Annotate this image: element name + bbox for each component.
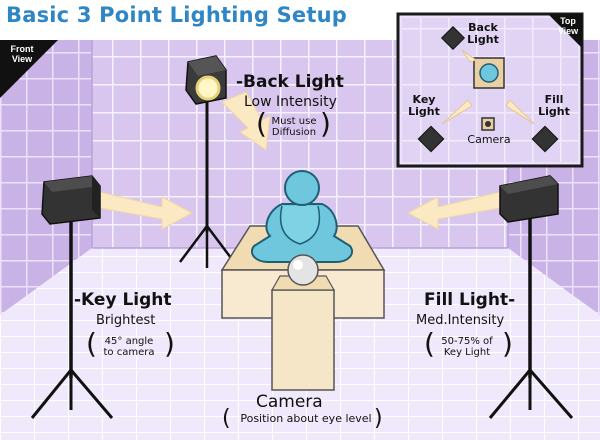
back-light-paren-left: ( xyxy=(256,107,267,140)
fill-light-paren-left: ( xyxy=(424,327,435,360)
back-light-paren-right: ) xyxy=(320,107,331,140)
fill-light-lamp xyxy=(499,175,559,223)
key-light-title: -Key Light xyxy=(74,290,172,310)
back-light-arrow xyxy=(221,91,271,151)
back-light-note-line2: Diffusion xyxy=(271,127,317,138)
top-view-corner-line2: View xyxy=(557,26,579,36)
front-view-line2: View xyxy=(11,54,33,64)
top-view-panel xyxy=(396,12,584,168)
key-light-paren-left: ( xyxy=(86,327,97,360)
key-light-note-line2: to camera xyxy=(103,347,155,358)
camera-title: Camera xyxy=(256,392,323,412)
back-light-note: Must use Diffusion xyxy=(266,116,322,138)
back-light-title: -Back Light xyxy=(236,72,344,92)
camera-note: Position about eye level xyxy=(240,412,372,425)
top-view-camera-label: Camera xyxy=(467,133,511,146)
key-light-arrow xyxy=(99,191,194,230)
fill-light-note: 50-75% of Key Light xyxy=(432,336,502,358)
fill-light-note-line1: 50-75% of xyxy=(441,336,493,347)
front-view-label: Front View xyxy=(4,44,40,64)
fill-light-arrow xyxy=(406,191,501,230)
top-view-key-light-label: Key Light xyxy=(408,93,440,118)
back-light-intensity: Low Intensity xyxy=(244,94,337,110)
key-light-intensity: Brightest xyxy=(96,313,156,328)
camera-figure xyxy=(270,254,336,391)
left-wall xyxy=(0,40,92,315)
camera-paren-right: ) xyxy=(374,406,383,431)
fill-light-title: Fill Light- xyxy=(424,290,516,310)
front-view-line1: Front xyxy=(10,44,34,54)
key-light-stand xyxy=(30,210,114,419)
back-light-note-line1: Must use xyxy=(271,116,317,127)
front-view-corner xyxy=(0,40,58,98)
top-view-fill-light-label: Fill Light xyxy=(538,93,570,118)
fill-light-intensity: Med.Intensity xyxy=(416,313,505,328)
camera-paren-left: ( xyxy=(222,406,231,431)
page-title: Basic 3 Point Lighting Setup xyxy=(6,3,347,27)
fill-light-stand xyxy=(488,210,574,419)
top-view-corner-line1: Top xyxy=(560,16,576,26)
key-light-note: 45° angle to camera xyxy=(94,336,164,358)
fill-light-note-line2: Key Light xyxy=(443,347,491,358)
back-light-lamp xyxy=(185,55,227,105)
fill-light-paren-right: ) xyxy=(502,327,513,360)
back-light-stand xyxy=(179,100,235,268)
key-light-note-line1: 45° angle xyxy=(104,336,154,347)
top-view-corner-label: Top View xyxy=(554,16,582,36)
top-view-back-light-label: Back Light xyxy=(467,21,499,46)
key-light-lamp xyxy=(41,175,101,225)
key-light-paren-right: ) xyxy=(164,327,175,360)
subject-figure xyxy=(250,170,354,263)
